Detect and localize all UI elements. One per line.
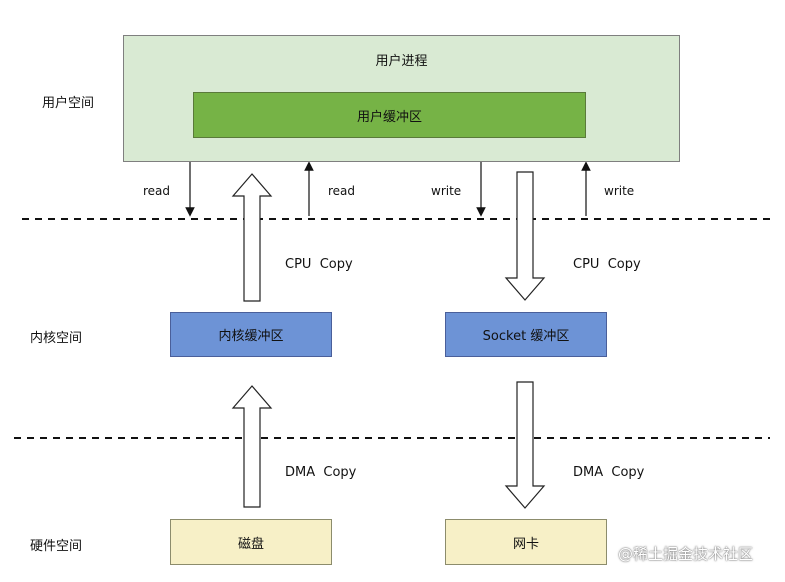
watermark: @稀土掘金技术社区 xyxy=(618,545,754,563)
dma-copy-label-left: DMA Copy xyxy=(285,465,357,480)
cpu-copy-up-arrow xyxy=(231,173,273,302)
socket-buffer-box: Socket 缓冲区 xyxy=(445,312,607,357)
disk-label: 磁盘 xyxy=(237,536,264,552)
cpu-copy-down-arrow xyxy=(504,171,546,301)
dma-copy-down-arrow xyxy=(504,381,546,509)
dma-copy-label-right: DMA Copy xyxy=(573,465,645,480)
kernel-buffer-box: 内核缓冲区 xyxy=(170,312,332,357)
disk-box: 磁盘 xyxy=(170,519,332,565)
nic-box: 网卡 xyxy=(445,519,607,565)
user-space-label: 用户空间 xyxy=(42,96,95,111)
write-label-left: write xyxy=(431,184,462,198)
user-process-title: 用户进程 xyxy=(375,54,428,69)
nic-label: 网卡 xyxy=(512,536,539,552)
write-label-right: write xyxy=(604,184,635,198)
dma-copy-up-arrow xyxy=(231,385,273,508)
read-label-right: read xyxy=(328,184,356,198)
cpu-copy-label-right: CPU Copy xyxy=(573,257,641,272)
socket-buffer-label: Socket 缓冲区 xyxy=(482,329,570,344)
cpu-copy-label-left: CPU Copy xyxy=(285,257,353,272)
user-buffer-box: 用户缓冲区 xyxy=(193,92,586,138)
kernel-buffer-label: 内核缓冲区 xyxy=(218,329,284,344)
user-buffer-label: 用户缓冲区 xyxy=(356,109,422,125)
hardware-space-label: 硬件空间 xyxy=(30,539,83,554)
kernel-space-label: 内核空间 xyxy=(30,331,83,346)
read-label-left: read xyxy=(143,184,171,198)
